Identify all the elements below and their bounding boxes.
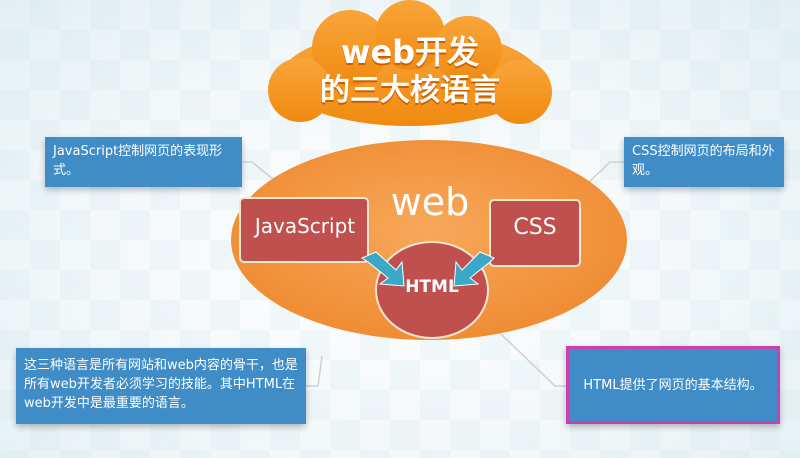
three-languages-callout: 这三种语言是所有网站和web内容的骨干，也是所有web开发者必须学习的技能。其中… — [16, 348, 306, 424]
html-node — [375, 241, 489, 339]
css-callout: CSS控制网页的布局和外观。 — [624, 137, 784, 187]
title-line-2: 的三大核语言 — [320, 73, 500, 108]
web-label: web — [390, 180, 470, 224]
html-callout: HTML提供了网页的基本结构。 — [566, 346, 780, 424]
html-label: HTML — [405, 277, 459, 297]
css-node — [489, 199, 581, 267]
arrow-css-to-html — [453, 251, 495, 287]
css-label: CSS — [513, 215, 557, 240]
title-cloud — [268, 0, 552, 126]
connector-three — [306, 355, 323, 387]
connector-html — [477, 311, 566, 387]
web-ellipse — [231, 140, 627, 340]
page-title: web开发 的三大核语言 — [290, 32, 530, 110]
html-callout-text: HTML提供了网页的基本结构。 — [583, 377, 763, 393]
javascript-node — [239, 197, 369, 263]
javascript-callout: JavaScript控制网页的表现形式。 — [45, 137, 242, 187]
javascript-label: JavaScript — [254, 214, 356, 238]
arrow-js-to-html — [360, 251, 405, 287]
title-line-1: web开发 — [340, 33, 480, 71]
arrows — [360, 251, 495, 287]
